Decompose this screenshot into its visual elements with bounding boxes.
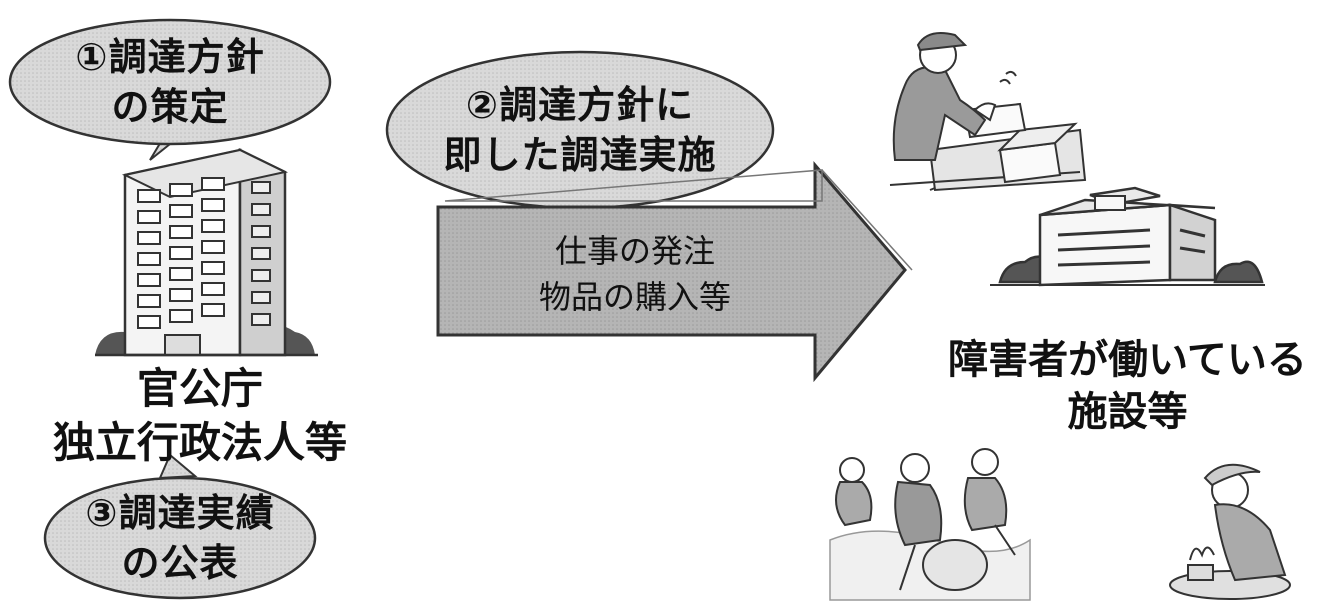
step2-line1: ②調達方針に [465, 83, 695, 127]
building-window [137, 231, 161, 245]
building-window [201, 261, 225, 275]
building-window [169, 183, 193, 197]
building-side-window [251, 269, 271, 282]
factory-worker-icon [889, 32, 1087, 192]
building-side-window [251, 291, 271, 304]
step1-label: ①調達方針 の策定 [45, 32, 295, 132]
procuring-bodies-line1: 官公庁 [136, 364, 263, 413]
step3-line2: の公表 [121, 541, 239, 585]
building-window [137, 210, 161, 224]
flow-arrow-label: 仕事の発注 物品の購入等 [470, 228, 800, 320]
building-window [169, 309, 193, 323]
step2-line2: 即した調達実施 [443, 133, 717, 177]
building-window [137, 189, 161, 203]
building-window [169, 225, 193, 239]
step1-line1: ①調達方針 [75, 35, 265, 79]
step1-line2: の策定 [111, 85, 229, 129]
building-window [201, 303, 225, 317]
building-window [137, 294, 161, 308]
building-window [169, 267, 193, 281]
step3-label: ③調達実績 の公表 [65, 488, 295, 588]
step1-bubble [8, 18, 332, 161]
building-side-window [251, 181, 271, 194]
facility-building-icon [990, 186, 1265, 287]
building-window [201, 198, 225, 212]
building-window [169, 288, 193, 302]
gardener-icon [1169, 463, 1291, 600]
step2-label: ②調達方針に 即した調達実施 [400, 80, 760, 180]
building-window [137, 252, 161, 266]
building-side-window [251, 247, 271, 260]
cleanup-volunteers-icon [829, 448, 1031, 601]
step3-bubble [43, 453, 317, 600]
flow-arrow-line2: 物品の購入等 [538, 278, 731, 316]
facilities-line2: 施設等 [1067, 389, 1188, 435]
building-window [137, 273, 161, 287]
flow-arrow-line1: 仕事の発注 [554, 232, 715, 270]
building-window [201, 177, 225, 191]
building-window [169, 246, 193, 260]
step3-line1: ③調達実績 [85, 491, 275, 535]
building-side-window [251, 203, 271, 216]
building-side-window [251, 313, 271, 326]
building-window [137, 315, 161, 329]
building-window [201, 282, 225, 296]
facilities-line1: 障害者が働いている [948, 337, 1307, 383]
facilities-label: 障害者が働いている 施設等 [925, 334, 1330, 438]
flow-arrow [436, 160, 913, 383]
building-side-window [251, 225, 271, 238]
building-window [201, 219, 225, 233]
procuring-bodies-label: 官公庁 独立行政法人等 [20, 362, 380, 470]
building-window [169, 204, 193, 218]
government-building-icon [95, 147, 318, 357]
procuring-bodies-line2: 独立行政法人等 [52, 418, 347, 467]
building-window [201, 240, 225, 254]
